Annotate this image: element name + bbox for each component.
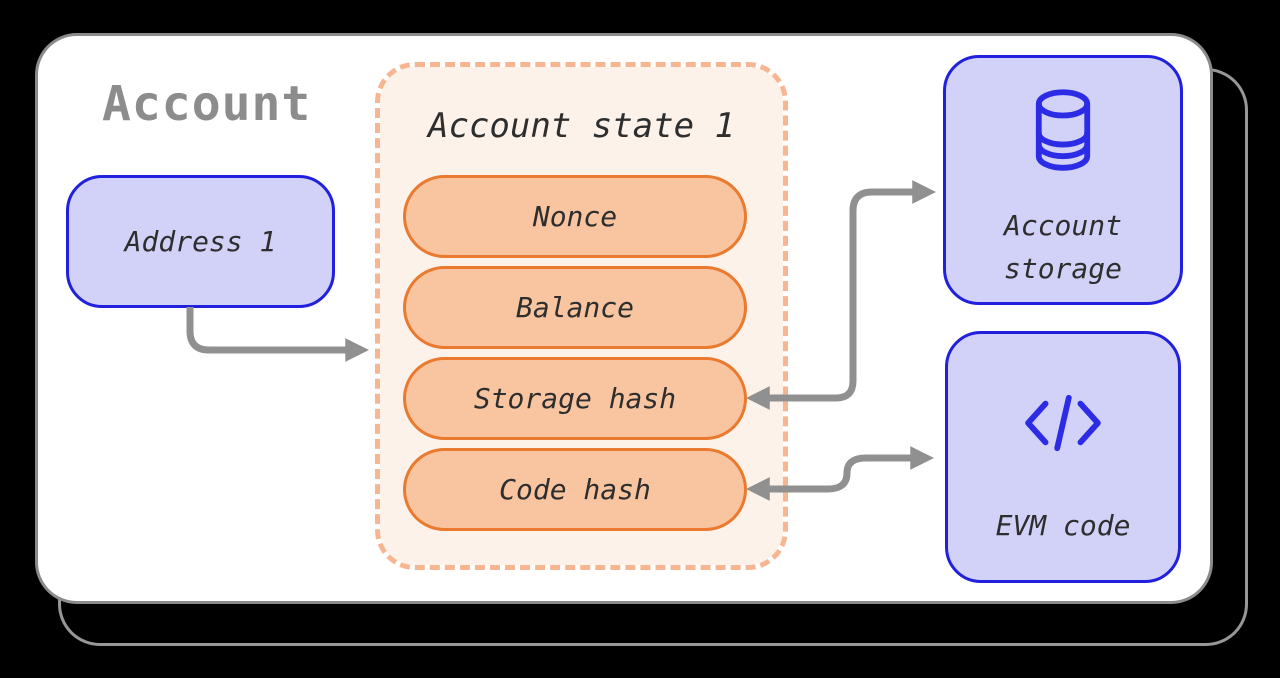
code-icon [1023, 392, 1103, 458]
evm-code-node: EVM code [945, 331, 1181, 583]
account-state-title: Account state 1 [427, 106, 736, 146]
field-code-hash: Code hash [403, 448, 747, 531]
field-storage-hash: Storage hash [403, 357, 747, 440]
account-container-heading: Account [102, 76, 312, 132]
account-storage-label-line1: Account [1003, 209, 1122, 242]
account-storage-label-line2: storage [1003, 252, 1122, 285]
field-balance: Balance [403, 266, 747, 349]
evm-code-label: EVM code [995, 509, 1131, 542]
field-balance-label: Balance [515, 291, 634, 324]
field-storage-hash-label: Storage hash [473, 382, 677, 415]
field-nonce-label: Nonce [532, 200, 618, 233]
address-node-label: Address 1 [124, 225, 277, 258]
address-node: Address 1 [66, 175, 335, 308]
account-storage-node: Account storage [943, 55, 1183, 305]
field-code-hash-label: Code hash [499, 473, 651, 506]
field-nonce: Nonce [403, 175, 747, 258]
database-icon [1032, 88, 1094, 178]
